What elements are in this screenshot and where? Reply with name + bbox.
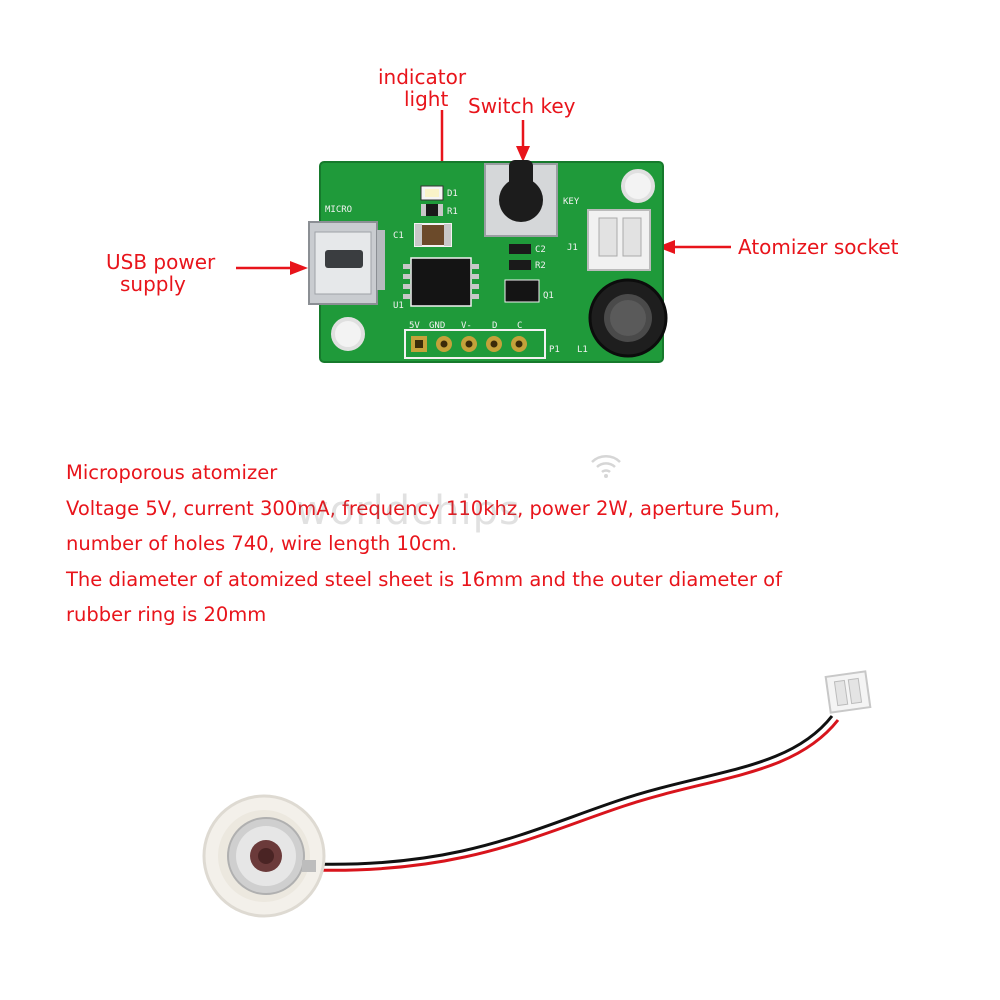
jst-socket <box>587 209 651 271</box>
capacitor-c1 <box>414 223 452 247</box>
silk-pin-5v: 5V <box>409 321 420 331</box>
silk-key: KEY <box>563 197 580 207</box>
usb-power-supply-arrow <box>236 261 308 275</box>
usb-power-supply-label-line1: USB power <box>106 250 216 274</box>
silk-micro: MICRO <box>325 205 352 215</box>
silk-p1: P1 <box>549 345 560 355</box>
jst-plug <box>824 670 872 714</box>
description-line: rubber ring is 20mm <box>66 603 267 626</box>
micro-usb-port <box>308 221 385 305</box>
silk-pin-c: C <box>517 321 522 331</box>
smd-components <box>504 244 540 303</box>
silk-r2: R2 <box>535 261 546 271</box>
usb-power-supply-label: USB power supply <box>106 251 215 295</box>
indicator-light-label: indicator light <box>378 66 466 110</box>
silk-pin-d: D <box>492 321 497 331</box>
indicator-led <box>420 185 444 216</box>
wire-black <box>311 715 834 866</box>
atomizer-socket-label: Atomizer socket <box>738 235 899 259</box>
tactile-switch <box>484 160 558 237</box>
inductor-l1 <box>588 278 668 358</box>
usb-power-supply-label-line2: supply <box>120 272 186 296</box>
header-pins <box>404 329 546 359</box>
mounting-hole <box>331 317 365 351</box>
wifi-icon <box>591 455 621 478</box>
description-line: Microporous atomizer <box>66 461 278 484</box>
silk-pin-gnd: GND <box>429 321 445 331</box>
atomizer-disc-with-wire <box>202 670 872 918</box>
silk-c1: C1 <box>393 231 404 241</box>
switch-key-label: Switch key <box>468 94 576 118</box>
atomizer-driver-pcb: MICRO KEY D1 R1 C1 C2 R2 J1 Q1 U1 P1 L1 … <box>308 160 668 363</box>
watermark-text: worldchips <box>296 488 521 534</box>
switch-key-arrow <box>516 120 530 162</box>
silk-q1: Q1 <box>543 291 554 301</box>
wire-red <box>311 719 840 872</box>
silk-l1: L1 <box>577 345 588 355</box>
indicator-light-label-line1: indicator <box>378 65 467 89</box>
product-description: Microporous atomizer Voltage 5V, current… <box>66 455 966 633</box>
mounting-hole <box>621 169 655 203</box>
silk-u1: U1 <box>393 301 404 311</box>
atomizer-socket-arrow <box>657 240 731 254</box>
indicator-light-label-line2: light <box>404 87 449 111</box>
silk-c2: C2 <box>535 245 546 255</box>
description-line: Voltage 5V, current 300mA, frequency 110… <box>66 496 781 520</box>
ic-chip <box>403 257 479 307</box>
silk-j1: J1 <box>567 243 578 253</box>
description-line: The diameter of atomized steel sheet is … <box>66 567 782 591</box>
silk-pin-v: V- <box>461 321 472 331</box>
description-line: number of holes 740, wire length 10cm. <box>66 532 458 555</box>
silk-d1: D1 <box>447 189 458 199</box>
silk-r1: R1 <box>447 207 458 217</box>
